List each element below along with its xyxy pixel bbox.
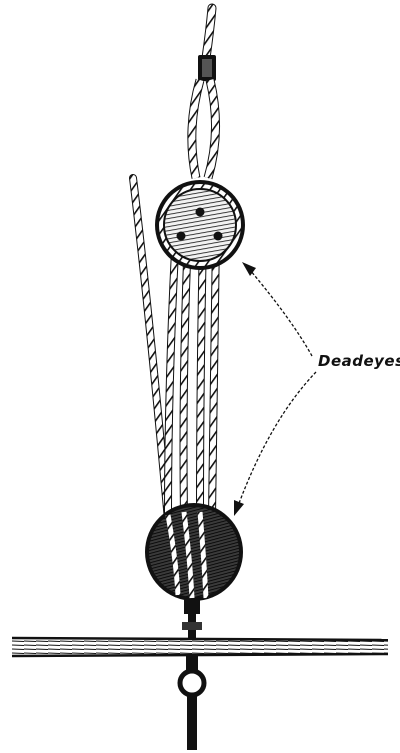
deadeyes-label: Deadeyes [318,352,400,370]
deadeye-hole [196,208,205,217]
deck-channel [12,638,388,656]
lanyard-ropes [168,232,216,515]
ring-bolt [180,656,204,750]
lower-deadeye [145,503,243,601]
upper-deadeye [155,180,245,270]
callout-arrows [234,262,316,516]
deadeye-hole [214,232,223,241]
arrowhead-icon [234,500,244,516]
upper-shroud-rope [192,8,216,178]
deadeye-hole [177,232,186,241]
chain-plate [182,600,202,638]
